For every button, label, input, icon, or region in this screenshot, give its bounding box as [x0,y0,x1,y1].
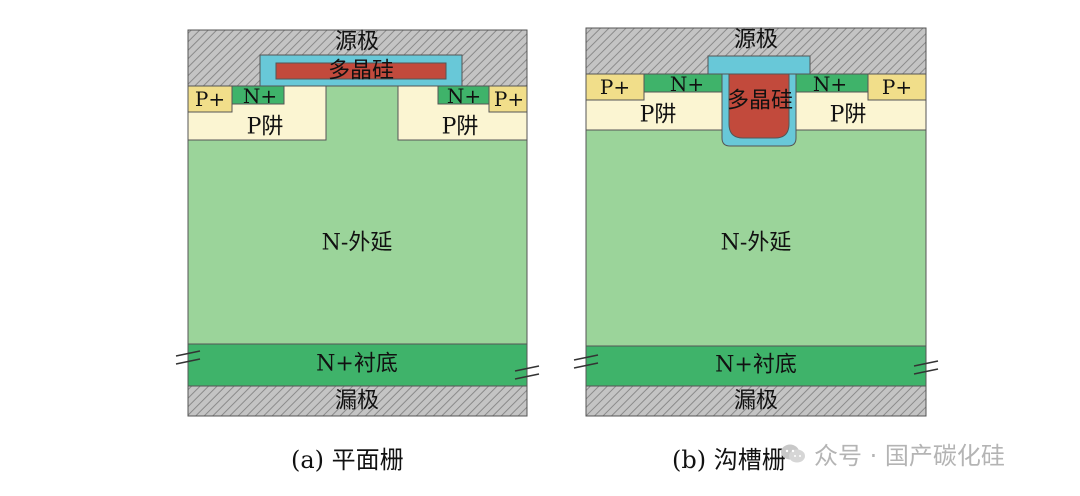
planar-p-well-left-label: P阱 [247,115,284,140]
trench-source-label: 源极 [734,28,778,53]
planar-n-plus-left [231,85,285,105]
trench-n-plus-right-label: N+ [813,72,847,96]
trench-n-plus-left-label: N+ [670,72,704,96]
trench-poly-label: 多晶硅 [727,89,793,114]
trench-n-substrate-label: N+衬底 [715,353,797,378]
trench-p-well-right-label: P阱 [830,103,867,128]
planar-n-substrate-label: N+衬底 [316,352,398,377]
trench-n-substrate [585,345,927,387]
trench-p-plus-left [585,73,645,101]
planar-n-plus-right-label: N+ [447,84,481,108]
trench-break-mark-right [913,360,939,375]
planar-caption: (a) 平面栅 [291,446,404,474]
trench-poly-gate [728,73,790,139]
planar-poly-gate [275,62,447,80]
trench-drain-metal [585,385,927,417]
planar-n-plus-left-label: N+ [243,84,277,108]
planar-p-plus-right-label: P+ [494,87,524,111]
trench-gate-structure: 源极 P+ N+ 多晶硅 N+ P+ P阱 P阱 N-外延 N+衬底 漏极 [573,27,939,417]
trench-caption: (b) 沟槽栅 [672,446,786,474]
wechat-icon [781,444,805,462]
watermark: 众号 · 国产碳化硅 [780,436,1005,471]
trench-p-plus-right-label: P+ [882,75,912,99]
trench-drain-label: 漏极 [734,389,778,414]
planar-break-mark-right [514,365,540,380]
planar-p-well-right-label: P阱 [442,115,479,140]
watermark-text: 众号 · 国产碳化硅 [814,442,1005,470]
planar-drain-label: 漏极 [335,389,379,414]
planar-n-plus-right [437,85,490,105]
planar-drain-metal [187,385,528,417]
planar-gate-structure: 源极 多晶硅 P+ N+ P阱 N+ P+ P阱 N-外延 N+衬底 漏极 [175,29,540,417]
planar-n-substrate [187,343,528,387]
trench-p-plus-left-label: P+ [600,75,630,99]
trench-n-epi-label: N-外延 [721,231,792,256]
planar-n-epi-label: N-外延 [322,231,393,256]
trench-p-well-left-label: P阱 [640,103,677,128]
trench-break-mark-left [573,354,599,369]
planar-poly-label: 多晶硅 [328,59,394,84]
planar-p-plus-left [187,85,233,113]
planar-break-mark-left [175,350,201,365]
planar-p-plus-left-label: P+ [195,87,225,111]
trench-oxide-cap [707,55,811,75]
planar-source-label: 源极 [335,30,379,55]
